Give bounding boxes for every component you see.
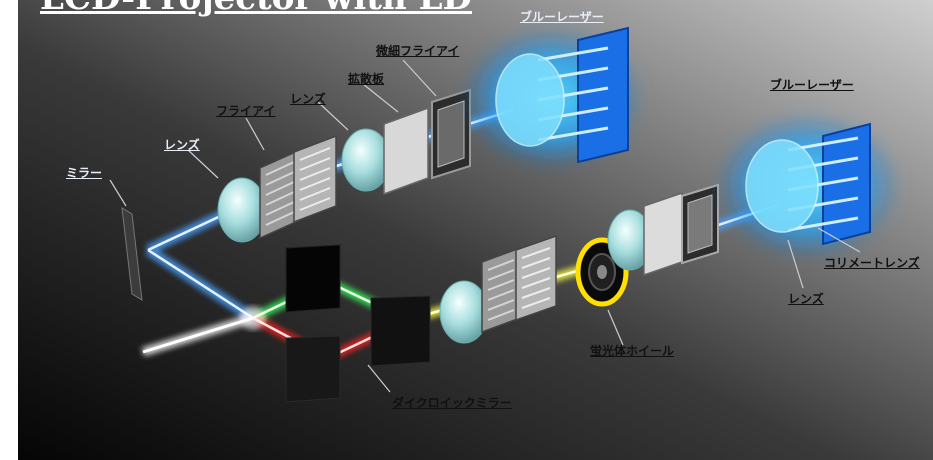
label-blue-laser-right: ブルーレーザー bbox=[770, 78, 854, 92]
blue-beam-mirror-down bbox=[147, 248, 254, 320]
label-collimator-lens: コリメートレンズ bbox=[824, 256, 920, 270]
diffuser-plate bbox=[383, 106, 429, 196]
label-mirror: ミラー bbox=[66, 166, 103, 180]
diagram-stage: LCD-Projector with LD ブルーレーザー 微細フライアイ 拡散… bbox=[18, 0, 933, 460]
mirror bbox=[121, 207, 143, 301]
blue-laser-top-unit bbox=[463, 26, 643, 168]
lens-lower-left bbox=[439, 280, 489, 344]
white-beam bbox=[142, 316, 254, 354]
diagram-canvas bbox=[18, 0, 933, 460]
label-phosphor-wheel: 蛍光体ホイール bbox=[590, 344, 675, 358]
upper-optics bbox=[217, 88, 471, 243]
blue-laser-right-unit bbox=[716, 114, 900, 258]
lens-upper bbox=[341, 128, 391, 192]
label-lens-right: レンズ bbox=[788, 292, 824, 306]
label-blue-laser-top: ブルーレーザー bbox=[520, 10, 604, 24]
label-dichroic-mirror: ダイクロイックミラー bbox=[392, 396, 512, 410]
leader-lines bbox=[109, 59, 861, 393]
label-fine-fly-eye: 微細フライアイ bbox=[376, 44, 460, 58]
lens-left bbox=[217, 177, 267, 243]
label-diffuser: 拡散板 bbox=[348, 72, 385, 86]
label-fly-eye: フライアイ bbox=[216, 104, 276, 118]
label-lens-left: レンズ bbox=[164, 138, 200, 152]
label-lens-upper: レンズ bbox=[290, 92, 326, 106]
lower-optics bbox=[439, 183, 719, 344]
page-title: LCD-Projector with LD bbox=[40, 0, 472, 18]
dichroic-mirrors bbox=[285, 244, 431, 403]
